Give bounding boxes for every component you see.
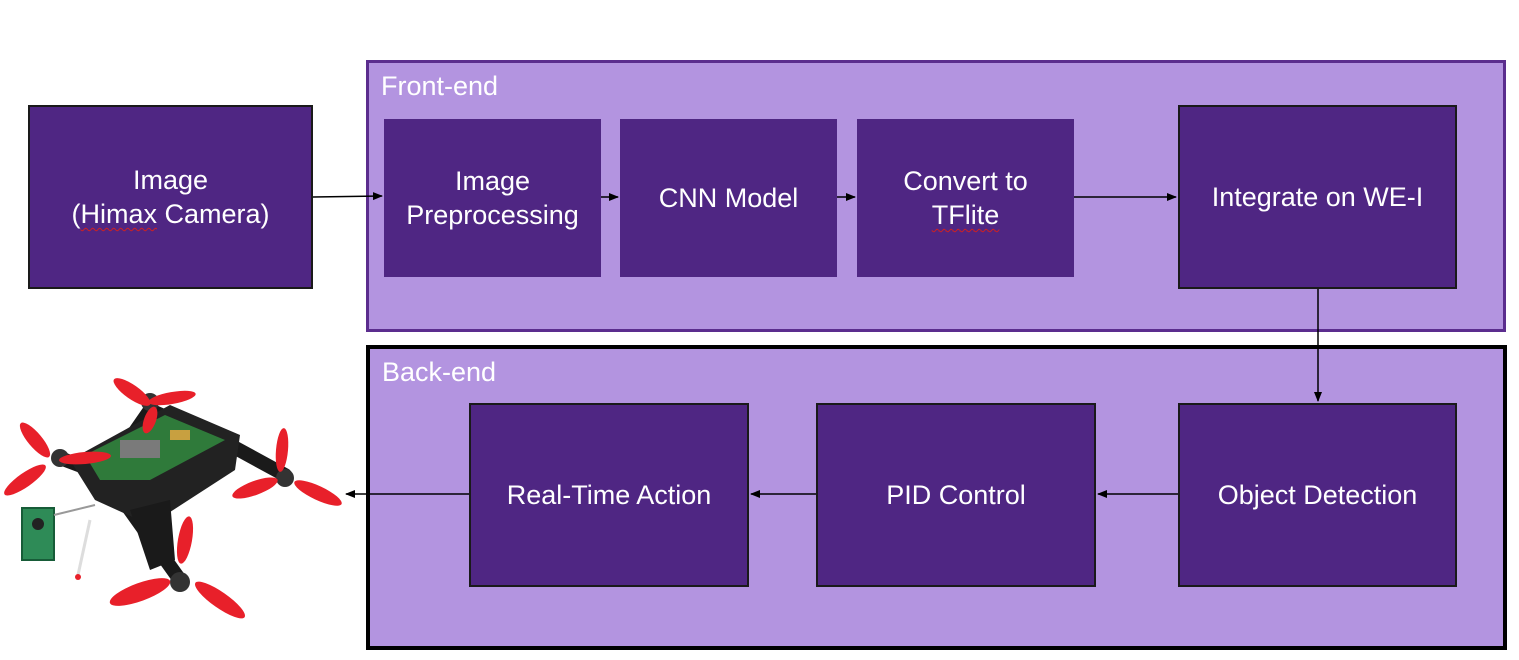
back-end-label: Back-end bbox=[382, 357, 497, 387]
arrow-image-to-preprocessing bbox=[312, 192, 383, 201]
object-detection-label: Object Detection bbox=[1217, 480, 1418, 510]
integrate-we-i-box: Integrate on WE-I bbox=[1178, 105, 1457, 289]
convert-line2: TFlite bbox=[931, 200, 1000, 230]
cnn-model-box: CNN Model bbox=[620, 119, 837, 277]
convert-line1: Convert to bbox=[903, 166, 1028, 196]
preprocessing-line1: Image bbox=[454, 166, 531, 196]
pid-control-label: PID Control bbox=[886, 480, 1026, 510]
integrate-label: Integrate on WE-I bbox=[1211, 182, 1424, 212]
real-time-action-box: Real-Time Action bbox=[469, 403, 749, 587]
image-box-line2: (Himax Camera) bbox=[71, 199, 270, 229]
pid-control-box: PID Control bbox=[816, 403, 1096, 587]
real-time-action-label: Real-Time Action bbox=[506, 480, 712, 510]
image-preprocessing-box: Image Preprocessing bbox=[384, 119, 601, 277]
cnn-model-label: CNN Model bbox=[658, 183, 799, 213]
preprocessing-line2: Preprocessing bbox=[406, 200, 579, 230]
front-end-label: Front-end bbox=[381, 71, 499, 101]
drone-image bbox=[4, 378, 342, 619]
convert-tflite-box: Convert to TFlite bbox=[857, 119, 1074, 277]
object-detection-box: Object Detection bbox=[1178, 403, 1457, 587]
image-camera-box: Image (Himax Camera) bbox=[28, 105, 313, 289]
himax-word: Himax bbox=[80, 199, 157, 229]
image-box-line1: Image bbox=[132, 165, 209, 195]
